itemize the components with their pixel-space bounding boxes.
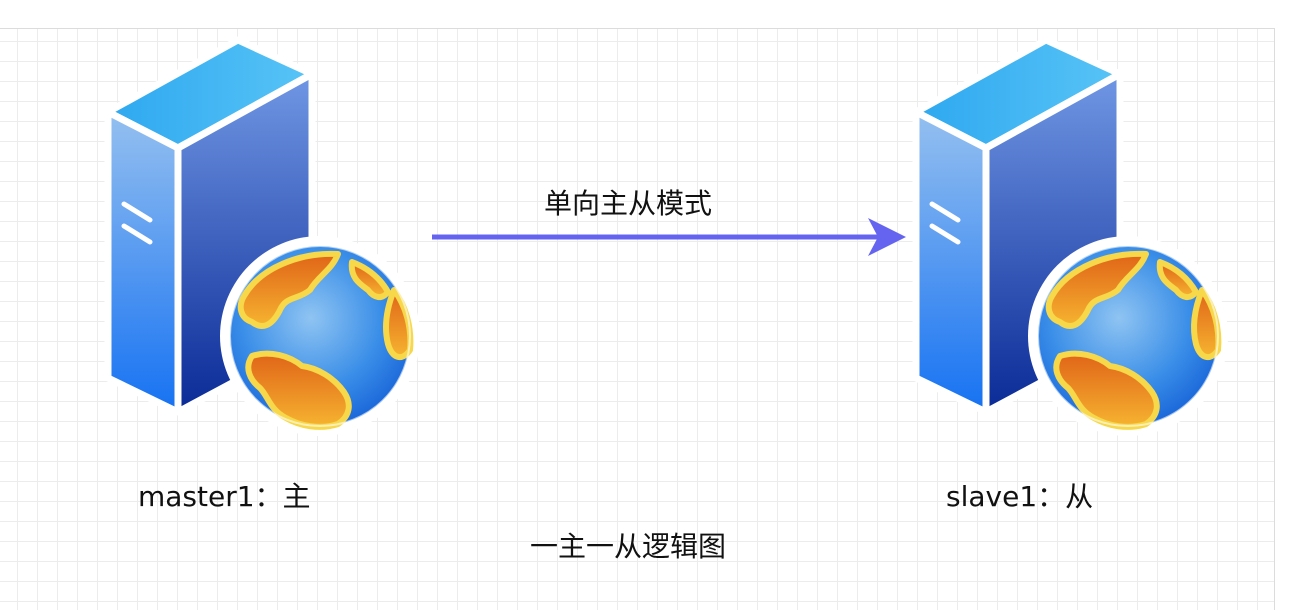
slave-label: slave1：从: [946, 480, 1094, 513]
diagram-caption: 一主一从逻辑图: [530, 530, 727, 563]
master-server-icon[interactable]: [108, 40, 420, 436]
master-label: master1：主: [138, 480, 311, 513]
slave-server-icon[interactable]: [916, 40, 1228, 436]
canvas-margin: [1275, 0, 1302, 610]
edge-label: 单向主从模式: [544, 187, 713, 220]
replication-arrow-head: [868, 218, 906, 256]
